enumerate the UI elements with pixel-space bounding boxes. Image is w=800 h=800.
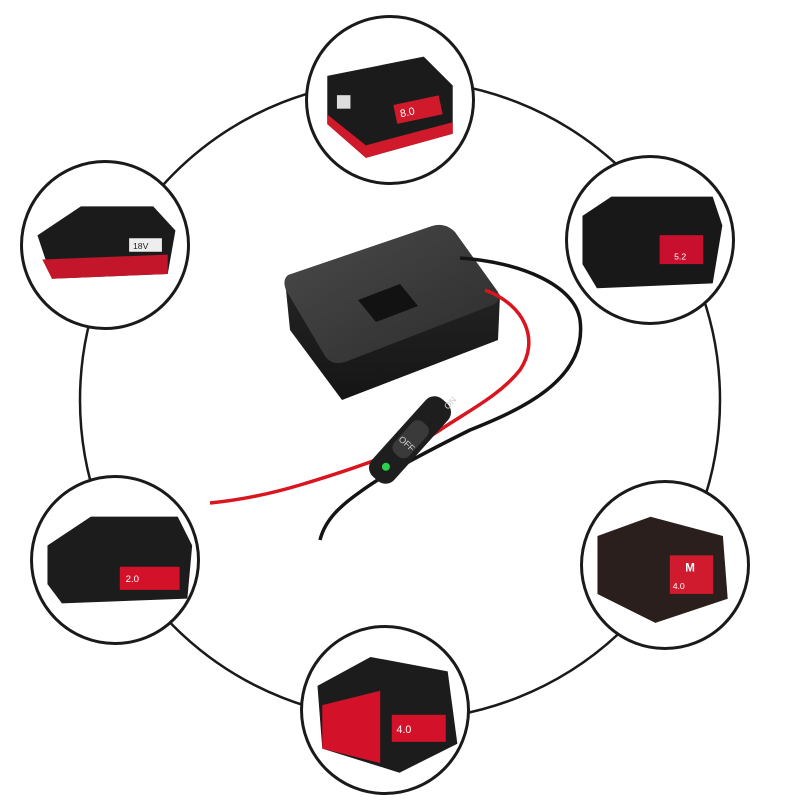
capacity-label: 8.0: [399, 105, 416, 120]
li-badge-icon: [336, 95, 351, 109]
battery-circle-lower-right: M 4.0: [580, 480, 750, 650]
capacity-label: 2.0: [126, 574, 139, 585]
battery-image: 5.2: [582, 196, 723, 289]
negative-wire: [318, 256, 583, 541]
battery-circle-lower-left: 2.0: [30, 475, 200, 645]
voltage-label: 18V: [133, 241, 149, 251]
battery-circle-upper-left: 18V: [20, 160, 190, 330]
capacity-label: 4.0: [673, 581, 685, 591]
power-indicator-icon: [381, 462, 390, 471]
battery-image: M 4.0: [597, 516, 728, 623]
inline-switch[interactable]: [364, 391, 456, 488]
battery-image: 18V: [37, 206, 176, 279]
battery-image: 2.0: [47, 516, 193, 604]
battery-circle-bottom: 4.0: [300, 625, 470, 795]
adapter-window: [358, 284, 418, 322]
capacity-label: 5.2: [674, 251, 686, 261]
battery-circle-top: 8.0: [305, 15, 475, 185]
positive-wire: [209, 288, 531, 505]
battery-circle-upper-right: 5.2: [565, 155, 735, 325]
battery-image: 8.0: [327, 56, 453, 158]
capacity-label: 4.0: [397, 724, 412, 736]
brand-badge: M: [685, 563, 695, 575]
battery-image: 4.0: [317, 656, 458, 773]
